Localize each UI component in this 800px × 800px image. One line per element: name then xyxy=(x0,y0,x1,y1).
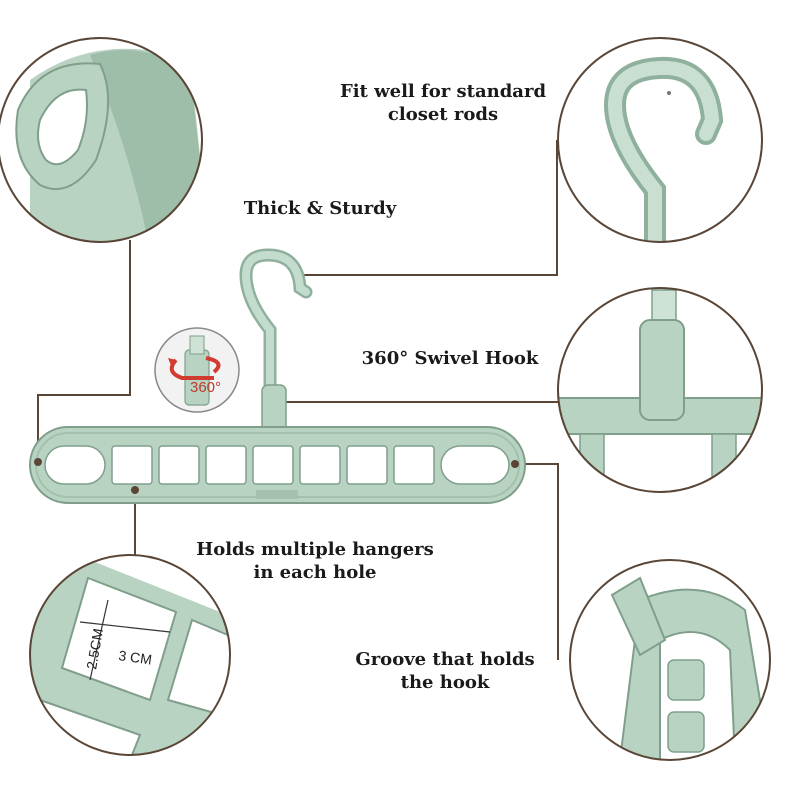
detail-circle-holes: 2.5CM 3 CM xyxy=(29,554,231,756)
hanger-main xyxy=(29,248,526,504)
caption-fit-line2: closet rods xyxy=(387,104,499,125)
caption-groove: Groove that holds the hook xyxy=(335,648,555,694)
rotation-inset: 360° xyxy=(154,327,240,413)
measure-height: 2.5CM xyxy=(83,627,106,670)
detail-circle-thick xyxy=(0,37,203,243)
caption-groove-line2: the hook xyxy=(400,672,490,693)
detail-circle-groove xyxy=(569,559,771,761)
detail-circle-hook xyxy=(557,37,763,243)
detail-circle-swivel xyxy=(557,287,763,493)
caption-holds-line2: in each hole xyxy=(253,562,377,583)
caption-swivel: 360° Swivel Hook xyxy=(361,348,539,369)
rotation-label: 360° xyxy=(190,379,221,396)
caption-fit-line1: Fit well for standard xyxy=(339,81,547,102)
caption-thick: Thick & Sturdy xyxy=(243,198,397,219)
measure-width: 3 CM xyxy=(118,647,153,668)
caption-fit: Fit well for standard closet rods xyxy=(318,80,568,126)
caption-groove-line1: Groove that holds xyxy=(355,649,535,670)
caption-holds: Holds multiple hangers in each hole xyxy=(180,538,450,584)
caption-holds-line1: Holds multiple hangers xyxy=(196,539,434,560)
connector-lines xyxy=(37,140,562,660)
